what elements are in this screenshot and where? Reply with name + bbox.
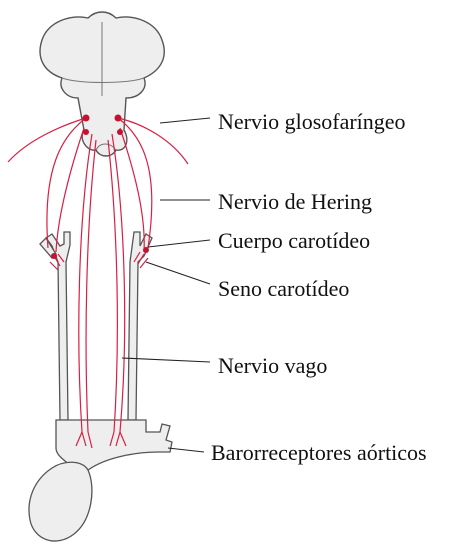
label-aortic-baroreceptors: Barorreceptores aórticos <box>211 442 427 464</box>
nerves <box>8 118 188 448</box>
label-vagus-nerve: Nervio vago <box>218 355 327 377</box>
label-hering-nerve: Nervio de Hering <box>218 191 372 213</box>
heart-illustration <box>29 462 92 541</box>
label-carotid-body: Cuerpo carotídeo <box>218 230 370 252</box>
label-carotid-sinus: Seno carotídeo <box>218 278 349 300</box>
label-glossopharyngeal-nerve: Nervio glosofaríngeo <box>218 111 406 133</box>
